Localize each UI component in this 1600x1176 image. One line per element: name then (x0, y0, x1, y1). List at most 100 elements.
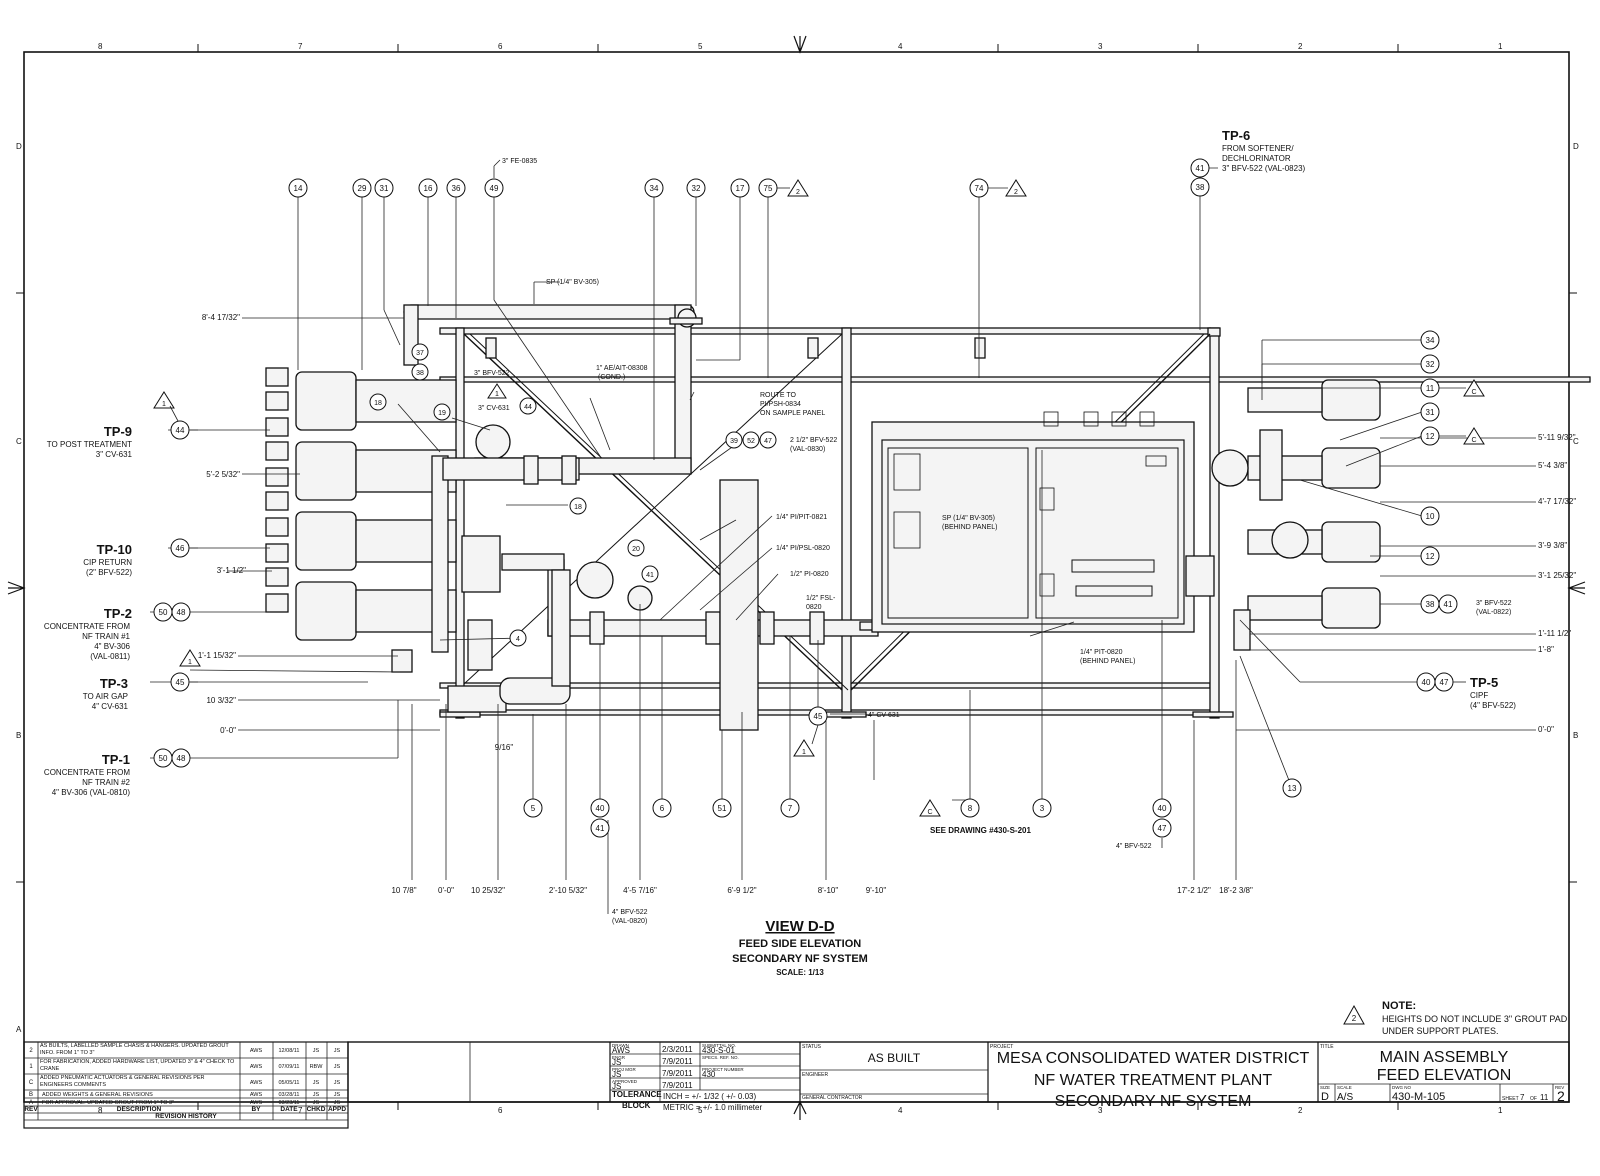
note-title: NOTE: (1382, 1000, 1416, 1012)
tie-point-tag: TP-9 (104, 424, 132, 439)
revision-triangle-label: 2 (796, 189, 800, 196)
zone-labels-top: 8 7 6 5 4 3 2 1 8 7 6 5 4 3 2 1 (98, 42, 1503, 1115)
bubble-label: 37 (416, 350, 424, 357)
revision-triangle-label: 1 (188, 659, 192, 666)
bubble-label: 40 (1158, 804, 1167, 813)
tb-value: AWS (612, 1046, 630, 1055)
rev-cell: 05/05/11 (278, 1080, 299, 1086)
bubble-label: 74 (975, 184, 984, 193)
revision-triangle-label: 1 (162, 401, 166, 408)
tie-point-tp3: TP-3 TO AIR GAP 4" CV-631 45 1 (83, 649, 201, 711)
right-callout-bubbles: 34 32 11 C 31 12 C 10 12 38 41 13 (1282, 330, 1485, 798)
bubble-label: 47 (1158, 824, 1167, 833)
tie-point-tp1: TP-1 CONCENTRATE FROM NF TRAIN #2 4" BV-… (44, 748, 191, 797)
tie-point-tag: TP-1 (102, 752, 130, 767)
tb-value: A/S (1337, 1092, 1353, 1103)
tie-point-desc: (4" BFV-522) (1470, 701, 1516, 710)
zone-label: 1 (1498, 1106, 1503, 1115)
callout-label: 1/4" PIT-0820 (1080, 649, 1123, 656)
bubble-label: 31 (1426, 408, 1435, 417)
tb-label: ENGINEER (802, 1072, 829, 1078)
callout-label: 1/2" PI-0820 (790, 571, 829, 578)
tb-label: STATUS (802, 1044, 822, 1050)
callout-label: 1/4" PI/PSL-0820 (776, 545, 830, 552)
zone-label: 6 (498, 42, 503, 51)
bubble-label: 3 (1040, 804, 1045, 813)
project-name: SECONDARY NF SYSTEM (1055, 1093, 1252, 1110)
dimension-label: 9/16" (495, 743, 514, 752)
tb-label: SPECS. REF. NO. (702, 1055, 739, 1060)
tie-point-tp2: TP-2 CONCENTRATE FROM NF TRAIN #1 4" BV-… (44, 602, 191, 661)
bubble-label: 48 (177, 754, 186, 763)
bubble-label: 11 (1426, 384, 1435, 393)
zone-label: B (1573, 731, 1578, 740)
bubble-label: 32 (692, 184, 701, 193)
rev-cell: 1 (29, 1064, 33, 1070)
callout-label: (VAL-0830) (790, 446, 825, 453)
membrane-vessels-right (1185, 379, 1381, 651)
callout-label: 3" BFV-522 (474, 370, 510, 377)
callout-label: 2 1/2" BFV-522 (790, 437, 837, 444)
control-panel (871, 411, 1195, 633)
bubble-label: 41 (596, 824, 605, 833)
drawing-number: 430-M-105 (1392, 1091, 1445, 1103)
revision-triangle-label: C (1471, 437, 1476, 444)
zone-label: C (16, 437, 22, 446)
tie-point-desc: (VAL-0811) (90, 652, 130, 661)
tb-label: PROJ MGR (612, 1067, 637, 1072)
bubble-label: 41 (1444, 600, 1453, 609)
dimension-label: 1'-1 15/32" (198, 651, 236, 660)
zone-label: C (1573, 437, 1579, 446)
bubble-label: 50 (159, 608, 168, 617)
revision-triangle-label: 1 (495, 391, 499, 398)
dimension-label: 10 7/8" (391, 886, 416, 895)
tie-point-desc: 4" BV-306 (94, 642, 130, 651)
rev-cell: AWS (250, 1100, 263, 1106)
bubble-label: 36 (452, 184, 461, 193)
rev-cell: AWS (250, 1048, 263, 1054)
rev-header: DATE (280, 1106, 298, 1113)
bubble-label: 18 (574, 504, 582, 511)
tie-point-tag: TP-10 (97, 542, 132, 557)
bottom-callout-bubbles: 5 40 41 6 51 7 45 1 8 C 3 40 47 (523, 706, 1172, 838)
rev-cell: 07/09/11 (278, 1064, 299, 1070)
rev-cell: JS (313, 1100, 320, 1106)
tie-point-desc: 4" BV-306 (VAL-0810) (52, 788, 131, 797)
zone-label: 5 (698, 1106, 703, 1115)
rev-cell: JS (313, 1080, 320, 1086)
dimension-label: 17'-2 1/2" (1177, 886, 1211, 895)
bubble-label: 12 (1426, 552, 1435, 561)
callout-label: PI/PSH-0834 (760, 401, 801, 408)
zone-label: 6 (498, 1106, 503, 1115)
tb-label: APPROVED (612, 1079, 638, 1084)
rev-desc-cell: ADDED WEIGHTS & GENERAL REVISIONS (42, 1092, 153, 1098)
bubble-label: 52 (747, 438, 755, 445)
bubble-label: 48 (177, 608, 186, 617)
rev-desc-cell: FOR FABRICATION, ADDED HARDWARE LIST, UP… (40, 1059, 235, 1072)
view-title-block: VIEW D-D FEED SIDE ELEVATION SECONDARY N… (732, 918, 868, 977)
drawing-title: FEED ELEVATION (1377, 1067, 1512, 1084)
bubble-label: 34 (1426, 336, 1435, 345)
dimension-labels-right: 5'-11 9/32" 5'-4 3/8" 4'-7 17/32" 3'-9 3… (1538, 433, 1576, 734)
bubble-label: 4 (516, 636, 520, 643)
dimension-label: 4'-7 17/32" (1538, 497, 1576, 506)
tb-value: JS (612, 1058, 621, 1067)
dimension-label: 8'-10" (818, 886, 839, 895)
rev-desc-cell: FOR APPROVAL. UPDATED GROUT FROM 1" TO 3… (42, 1100, 174, 1106)
tb-value: 430-S-01 (702, 1046, 735, 1055)
bubble-label: 50 (159, 754, 168, 763)
bubble-label: 16 (424, 184, 433, 193)
drawing-title: MAIN ASSEMBLY (1380, 1049, 1509, 1066)
rev-cell: A (29, 1100, 33, 1106)
tolerance-metric: METRIC = +/- 1.0 millimeter (663, 1103, 762, 1112)
bubble-label: 7 (788, 804, 793, 813)
callout-label: 4" BFV-522 (1116, 843, 1152, 850)
tb-value: 7/9/2011 (662, 1069, 693, 1078)
tb-label: DRAWN (612, 1043, 629, 1048)
rev-cell: C (29, 1080, 34, 1086)
tb-value: JS (612, 1082, 621, 1091)
project-name: NF WATER TREATMENT PLANT (1034, 1072, 1272, 1089)
tie-point-tp6: TP-6 FROM SOFTENER/ DECHLORINATOR 3" BFV… (1190, 128, 1306, 197)
view-title: VIEW D-D (765, 918, 834, 935)
tie-point-desc: (2" BFV-522) (86, 568, 132, 577)
